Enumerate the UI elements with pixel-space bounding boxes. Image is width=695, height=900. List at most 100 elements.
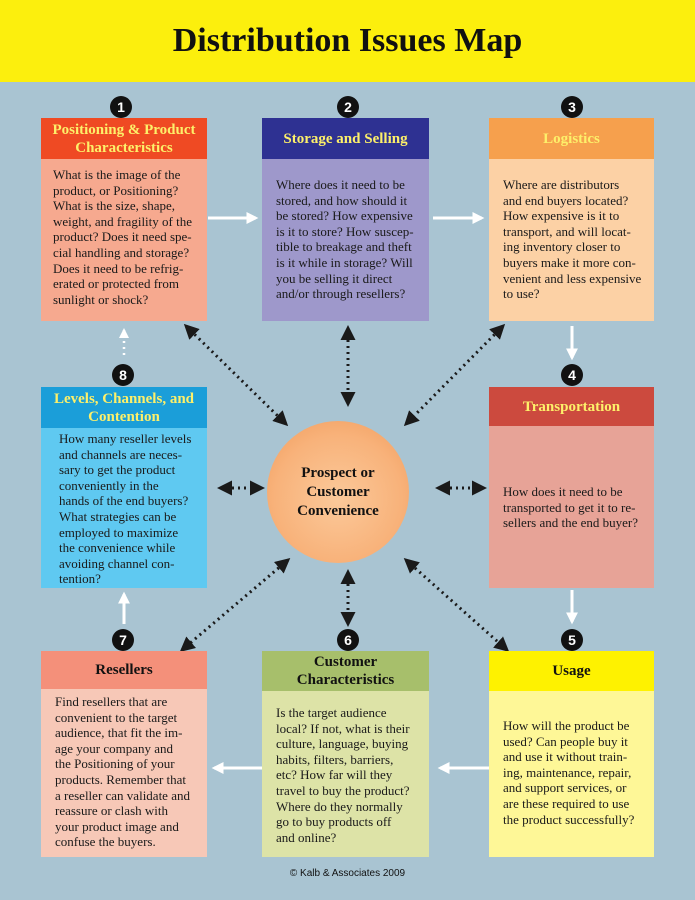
box-usage: Usage How will the product be used? Can …	[489, 651, 654, 857]
body-line: Is the target audience	[276, 705, 387, 720]
body-line: your product image and	[55, 818, 179, 834]
step-number-5: 5	[561, 629, 583, 651]
body-line: and end buyers located?	[503, 192, 629, 208]
body-line: the product successfully?	[503, 811, 635, 827]
body-line: and channels are neces-	[59, 446, 183, 462]
box-resellers-body: Find resellers that are convenient to th…	[41, 689, 207, 857]
body-line: venient and less expensive	[503, 270, 642, 286]
box-usage-title: Usage	[552, 663, 591, 679]
body-line: sellers and the end buyer?	[503, 515, 639, 531]
body-line: sary to get the product	[59, 462, 176, 478]
body-line: product? Does it need spe-	[53, 229, 192, 245]
body-line: What is the size, shape,	[53, 198, 176, 214]
box-positioning-title-line2: Characteristics	[75, 139, 173, 156]
box-positioning-body: What is the image of the product, or Pos…	[41, 159, 207, 321]
body-line: weight, and fragility of the	[53, 213, 192, 229]
body-line: are these required to use	[503, 795, 630, 811]
step-number-6: 6	[337, 629, 359, 651]
body-line: transport, and will locat-	[503, 223, 631, 239]
box-storage-title: Storage and Selling	[283, 130, 408, 147]
box-storage-header: Storage and Selling	[262, 118, 429, 159]
box-logistics-body: Where are distributors and end buyers lo…	[489, 159, 654, 321]
body-line: Where do they normally	[276, 798, 403, 814]
body-line: ing inventory closer to	[503, 239, 621, 255]
body-line: a reseller can validate and	[55, 787, 190, 803]
center-line: Convenience	[297, 502, 379, 519]
body-line: Does it need to be refrig-	[53, 260, 184, 276]
body-line: Where does it need to be	[276, 177, 405, 192]
body-line: convenient to the target	[55, 709, 178, 725]
body-line: is it to store? How suscep-	[276, 223, 414, 239]
body-line: etc? How far will they	[276, 767, 393, 783]
body-line: tible to breakage and theft	[276, 239, 412, 255]
body-line: is it while in storage? Will	[276, 254, 413, 270]
body-line: avoiding channel con-	[59, 555, 175, 571]
body-line: tention?	[59, 571, 101, 587]
body-line: cial handling and storage?	[53, 244, 190, 260]
body-line: How expensive is it to	[503, 208, 620, 224]
body-line: you be selling it direct	[276, 270, 393, 286]
box-customer-title-line2: Characteristics	[296, 672, 395, 688]
box-logistics-title: Logistics	[543, 130, 600, 147]
body-line: transported to get it to re-	[503, 499, 636, 515]
body-line: sunlight or shock?	[53, 291, 149, 307]
box-storage: Storage and Selling Where does it need t…	[262, 118, 429, 321]
box-transportation-body: How does it need to be transported to ge…	[489, 426, 654, 588]
body-line: How does it need to be	[503, 484, 623, 499]
body-line: and support services, or	[503, 780, 627, 796]
body-line: What strategies can be	[59, 508, 177, 524]
body-line: audience, that fit the im-	[55, 725, 183, 741]
box-resellers-title: Resellers	[95, 662, 153, 678]
step-number-1: 1	[110, 96, 132, 118]
body-line: and use it without train-	[503, 749, 628, 765]
body-line: product, or Positioning?	[53, 182, 179, 198]
page-title: Distribution Issues Map	[172, 22, 523, 59]
body-line: ing, maintenance, repair,	[503, 764, 632, 780]
body-line: be stored? How expensive	[276, 208, 413, 224]
body-line: culture, language, buying	[276, 736, 409, 752]
body-line: How many reseller levels	[59, 431, 192, 446]
box-positioning-title-line1: Positioning & Product	[52, 121, 196, 138]
step-number-3: 3	[561, 96, 583, 118]
body-line: local? If not, what is their	[276, 720, 410, 736]
body-line: to use?	[503, 286, 540, 302]
dotted-arrow-3	[403, 323, 506, 427]
footer-copyright: © Kalb & Associates 2009	[289, 868, 406, 879]
step-number-2: 2	[337, 96, 359, 118]
box-storage-body: Where does it need to be stored, and how…	[262, 159, 429, 321]
center-circle: Prospect or Customer Convenience	[267, 421, 409, 563]
body-line: reassure or clash with	[55, 803, 168, 819]
body-line: Where are distributors	[503, 177, 620, 192]
body-line: stored, and how should it	[276, 192, 408, 208]
box-levels-title-line2: Contention	[88, 408, 160, 425]
box-customer-body: Is the target audience local? If not, wh…	[262, 691, 429, 857]
box-logistics-header: Logistics	[489, 118, 654, 159]
step-number-8: 8	[112, 364, 134, 386]
body-line: employed to maximize	[59, 524, 179, 540]
box-usage-header: Usage	[489, 651, 654, 691]
body-line: habits, filters, barriers,	[276, 751, 394, 767]
body-line: How will the product be	[503, 718, 630, 733]
center-line: Prospect or	[301, 464, 375, 481]
box-transportation: Transportation How does it need to be tr…	[489, 387, 654, 588]
body-line: travel to buy the product?	[276, 782, 410, 798]
body-line: conveniently in the	[59, 477, 159, 493]
body-line: used? Can people buy it	[503, 733, 628, 749]
box-usage-body: How will the product be used? Can people…	[489, 691, 654, 857]
box-transportation-title: Transportation	[522, 398, 621, 415]
body-line: the Positioning of your	[55, 756, 175, 772]
box-resellers: Resellers Find resellers that are conven…	[41, 651, 207, 857]
body-line: age your company and	[55, 740, 174, 756]
body-line: go to buy products off	[276, 814, 392, 830]
dotted-arrow-5	[403, 558, 510, 652]
body-line: hands of the end buyers?	[59, 493, 189, 509]
body-line: What is the image of the	[53, 167, 181, 182]
body-line: products. Remember that	[55, 771, 187, 787]
